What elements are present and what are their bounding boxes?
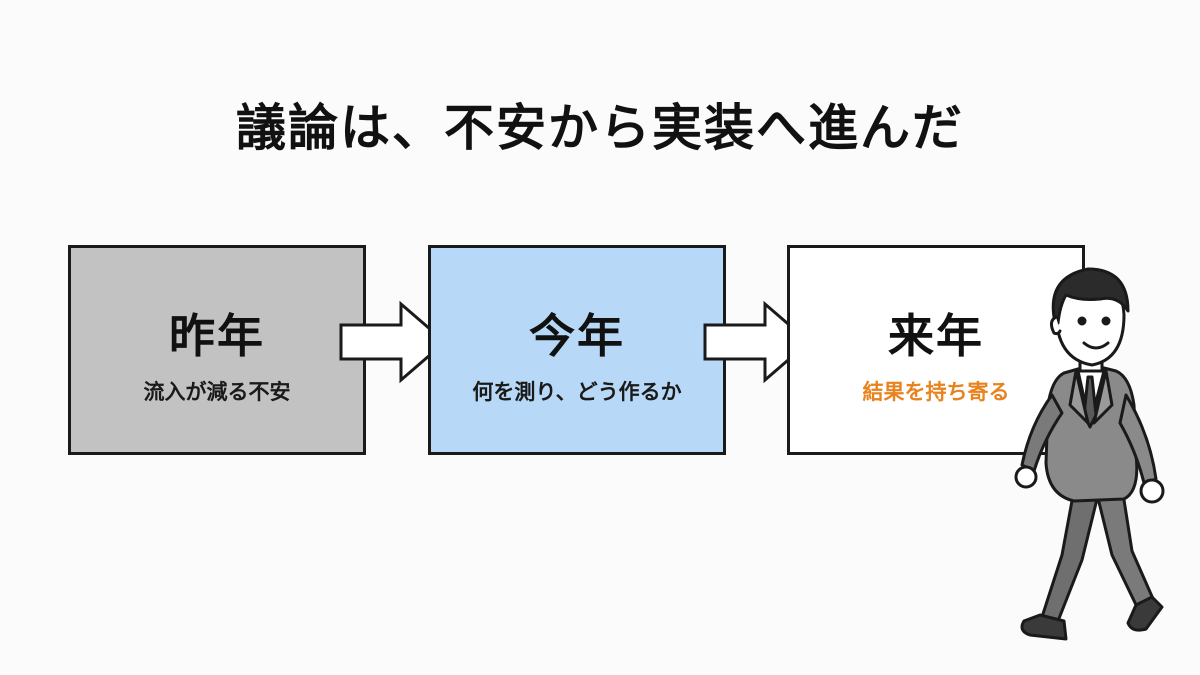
stage-year-label: 今年 [529,309,625,363]
stage-caption: 何を測り、どう作るか [472,380,682,404]
right-arrow-icon [339,300,448,384]
slide-title: 議論は、不安から実装へ進んだ [236,99,964,157]
stage-caption: 結果を持ち寄る [862,380,1010,404]
stage-caption: 流入が減る不安 [143,380,291,404]
stage-year-label: 昨年 [169,309,265,363]
stage-year-label: 来年 [888,309,984,363]
stage-box-this-year: 今年 何を測り、どう作るか [428,245,726,455]
stage-box-next-year: 来年 結果を持ち寄る [787,245,1085,455]
stage-box-last-year: 昨年 流入が減る不安 [68,245,366,455]
businessman-walking-icon [1014,267,1165,641]
